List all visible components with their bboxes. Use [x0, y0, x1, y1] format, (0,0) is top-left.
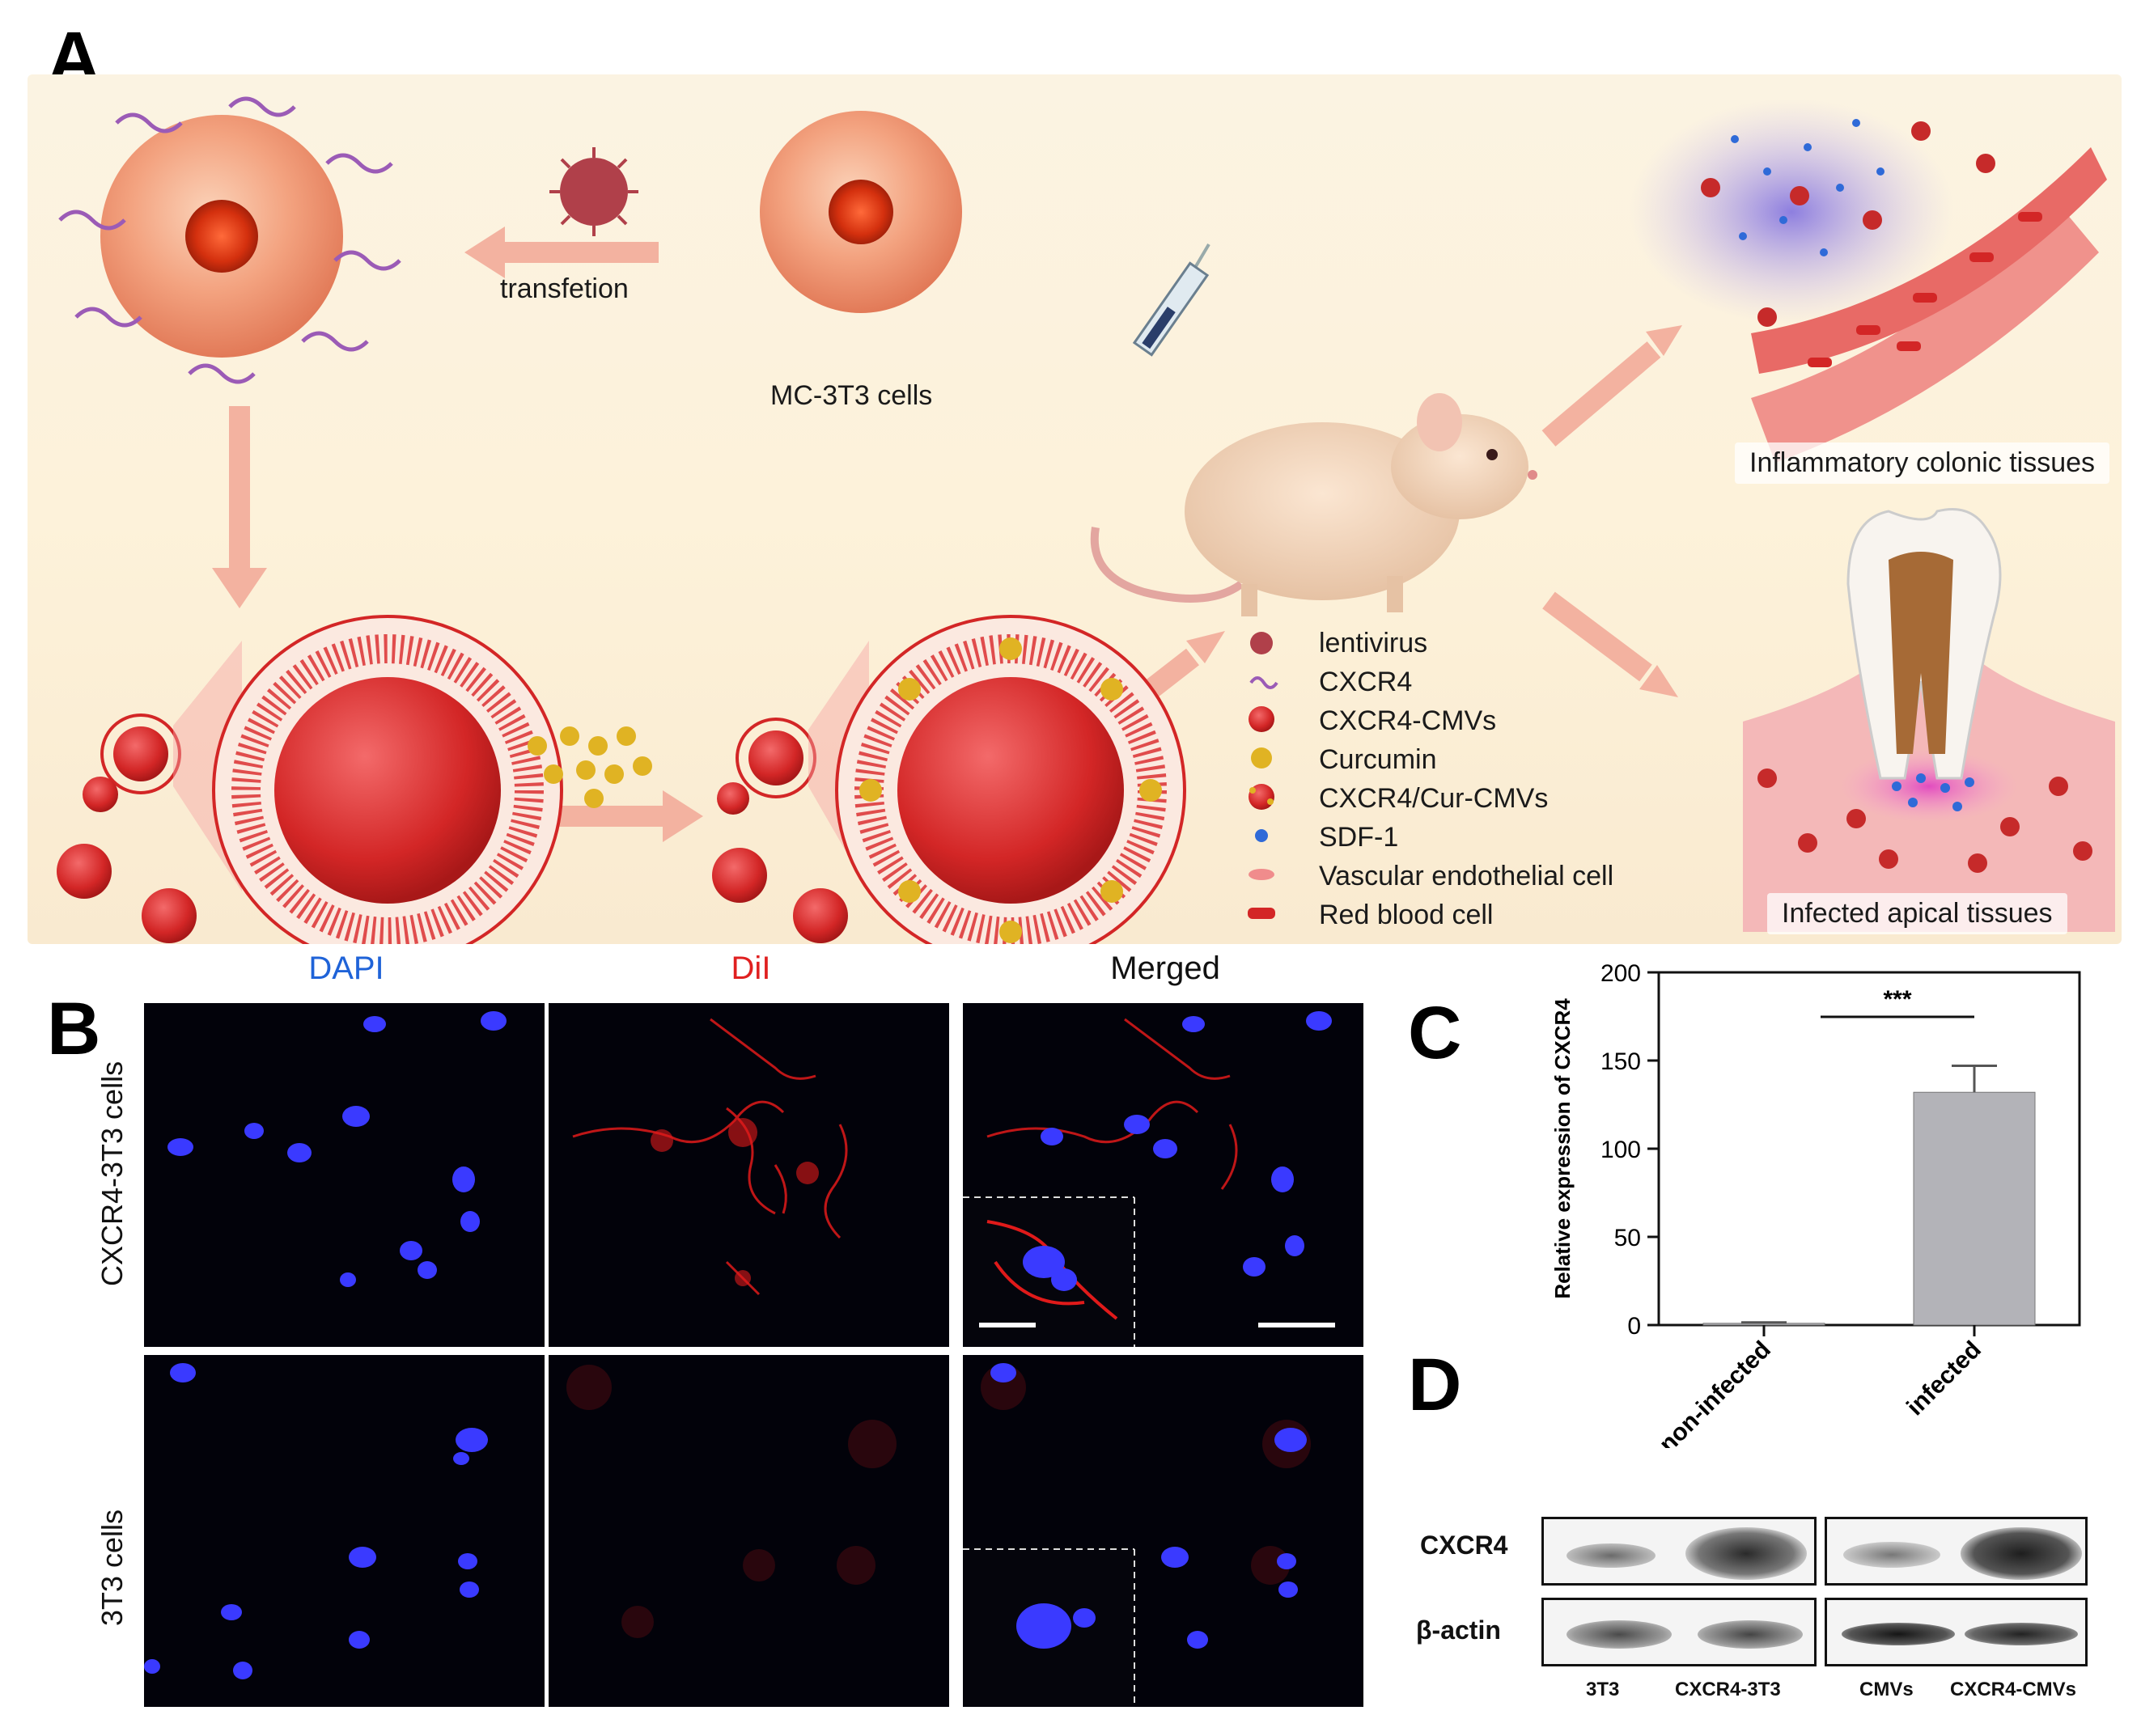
micro-dil-cxcr4: [549, 1003, 949, 1347]
micro-merged-3t3: [963, 1355, 1363, 1707]
blot-actin-left: [1541, 1598, 1817, 1666]
micro-merged-cxcr4: [963, 1003, 1363, 1347]
blot-cxcr4-right: [1825, 1517, 2088, 1586]
y-tick-label: 0: [1627, 1313, 1641, 1340]
mc3t3-cell-icon: [760, 111, 962, 313]
legend-label-lentivirus: lentivirus: [1319, 627, 1428, 658]
syringe-icon: [1132, 243, 1210, 357]
col-header-merged: Merged: [1110, 951, 1220, 986]
legend-endothelial-icon: [1249, 869, 1274, 880]
y-axis-label: Relative expression of CXCR4: [1550, 998, 1575, 1299]
legend-lentivirus-icon: [1250, 632, 1273, 654]
apical-label: Infected apical tissues: [1767, 893, 2067, 934]
lane-label-cxcr4-cmvs: CXCR4-CMVs: [1950, 1679, 2077, 1700]
inflam-label: Inflammatory colonic tissues: [1735, 442, 2110, 484]
legend-cmv-icon: [1249, 706, 1274, 732]
x-tick-label: non-infected: [1654, 1336, 1776, 1448]
blot-label-actin: β-actin: [1416, 1615, 1501, 1645]
panel-label-c: C: [1408, 992, 1462, 1074]
mouse-icon: [1090, 393, 1537, 616]
curcumin-dots-icon: [528, 726, 652, 808]
legend-label-rbc: Red blood cell: [1319, 899, 1494, 930]
lane-label-3t3: 3T3: [1586, 1679, 1620, 1700]
legend-cxcr4-icon: [1249, 676, 1278, 689]
blot-actin-right: [1825, 1598, 2088, 1666]
legend-label-cur-cmvs: CXCR4/Cur-CMVs: [1319, 782, 1549, 814]
col-header-dapi: DAPI: [308, 951, 384, 986]
legend-label-curcumin: Curcumin: [1319, 743, 1437, 775]
significance-label: ***: [1883, 986, 1911, 1013]
blot-label-cxcr4: CXCR4: [1420, 1531, 1508, 1560]
legend-rbc-icon: [1248, 908, 1275, 919]
micro-dapi-cxcr4: [144, 1003, 545, 1347]
cells-label: MC-3T3 cells: [770, 380, 933, 411]
legend-label-sdf1: SDF-1: [1319, 821, 1399, 853]
legend-label-cmvs: CXCR4-CMVs: [1319, 705, 1497, 736]
legend-cur-cmv-icon: [1249, 784, 1274, 810]
lane-label-cxcr4-3t3: CXCR4-3T3: [1675, 1679, 1781, 1700]
panel-label-d: D: [1408, 1344, 1462, 1426]
bar-infected: [1913, 1091, 2036, 1326]
y-tick-label: 50: [1614, 1225, 1641, 1251]
x-tick-label: infected: [1901, 1336, 1986, 1421]
legend-curcumin-icon: [1251, 747, 1272, 768]
cmv-vesicles-icon: [57, 615, 563, 944]
tooth-icon: [1743, 508, 2115, 932]
schematic-panel: transfetion MC-3T3 cells Inflammatory co…: [28, 74, 2122, 944]
y-tick-label: 100: [1600, 1137, 1641, 1163]
row-header-3t3: 3T3 cells: [95, 1509, 129, 1626]
cur-cmv-vesicles-icon: [712, 615, 1186, 944]
legend-sdf1-icon: [1255, 829, 1268, 842]
transfected-cell-icon: [58, 96, 401, 384]
legend-label-cxcr4: CXCR4: [1319, 666, 1413, 697]
colonic-tissue-icon: [1630, 99, 2107, 463]
legend-label-endothelial: Vascular endothelial cell: [1319, 860, 1614, 891]
y-tick-label: 150: [1600, 1048, 1641, 1075]
lane-label-cmvs: CMVs: [1859, 1679, 1914, 1700]
y-tick-label: 200: [1600, 960, 1641, 987]
col-header-dil: DiI: [731, 951, 771, 986]
micro-dil-3t3: [549, 1355, 949, 1707]
panel-label-b: B: [47, 988, 101, 1070]
lentivirus-icon: [549, 147, 638, 236]
micro-dapi-3t3: [144, 1355, 545, 1707]
blot-cxcr4-left: [1541, 1517, 1817, 1586]
transfection-label: transfetion: [500, 273, 629, 304]
row-header-cxcr4-3t3: CXCR4-3T3 cells: [95, 1061, 129, 1286]
